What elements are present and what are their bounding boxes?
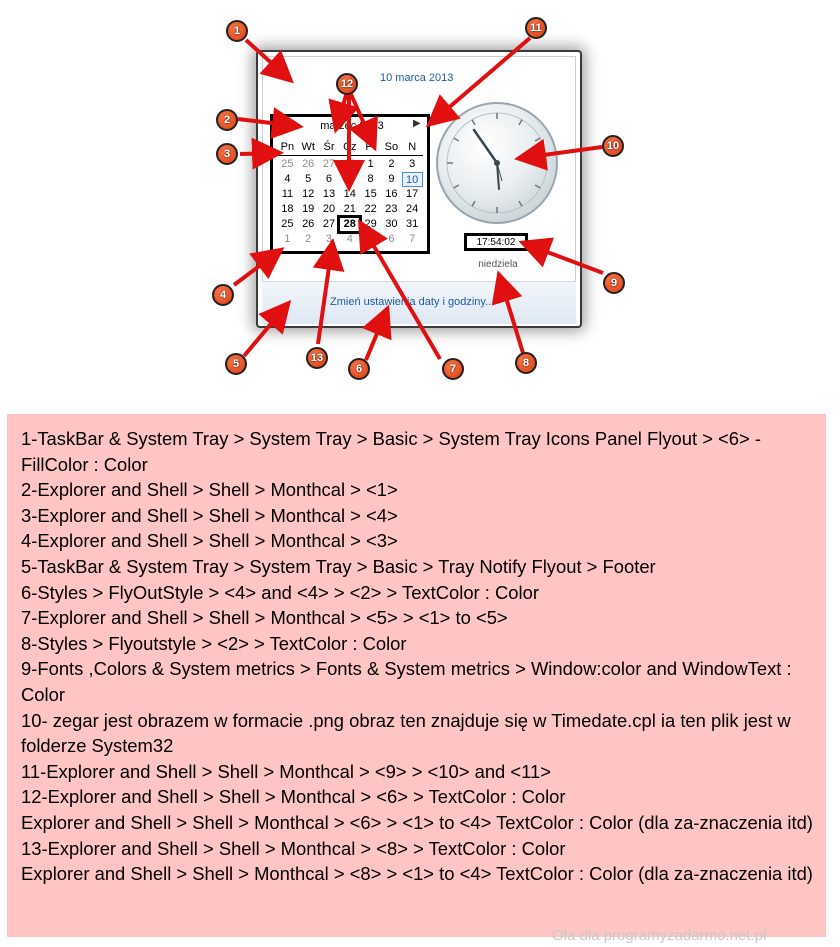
calendar-day[interactable]: 13 (322, 188, 336, 200)
calendar-day[interactable]: 20 (322, 203, 336, 215)
callout-badge: 11 (525, 17, 547, 39)
calendar-day[interactable]: 19 (302, 203, 315, 215)
note-line: 9-Fonts ,Colors & System metrics > Fonts… (21, 658, 797, 705)
calendar-day[interactable]: 1 (284, 233, 291, 245)
weekday-name: Pn (280, 141, 295, 153)
calendar-day[interactable]: 25 (281, 218, 294, 230)
date-heading-link[interactable]: 10 marca 2013 (380, 72, 454, 84)
calendar-day[interactable]: 4 (346, 233, 353, 245)
weekday-name: Pt (365, 141, 376, 153)
callout-badge: 10 (602, 135, 624, 157)
calendar-day[interactable]: 21 (343, 203, 356, 215)
callout-badge: 4 (212, 284, 234, 306)
note-line: Explorer and Shell > Shell > Monthcal > … (21, 811, 813, 833)
calendar-day[interactable]: 2 (305, 233, 312, 245)
calendar-day[interactable]: 18 (281, 203, 294, 215)
calendar-day[interactable]: 6 (325, 173, 333, 185)
note-line: 11-Explorer and Shell > Shell > Monthcal… (21, 760, 551, 782)
notes-panel: 1-TaskBar & System Tray > System Tray > … (7, 414, 826, 937)
calendar-day[interactable]: 7 (409, 233, 416, 245)
calendar-day[interactable]: 26 (302, 218, 315, 230)
weekday-header: Pn Wt Śr Cz Pt So N (277, 141, 423, 156)
calendar-day[interactable]: 11 (281, 188, 294, 200)
calendar-day[interactable]: 15 (364, 188, 377, 200)
note-line: 13-Explorer and Shell > Shell > Monthcal… (21, 837, 566, 859)
note-line: 1-TaskBar & System Tray > System Tray > … (21, 428, 767, 475)
calendar-day[interactable]: 3 (325, 233, 333, 245)
note-line: 3-Explorer and Shell > Shell > Monthcal … (21, 504, 398, 526)
note-line: 6-Styles > FlyOutStyle > <4> and <4> > <… (21, 581, 539, 603)
note-line: 8-Styles > Flyoutstyle > <2> > TextColor… (21, 632, 407, 654)
calendar-day[interactable]: 12 (302, 188, 315, 200)
callout-badge: 3 (216, 143, 238, 165)
calendar-day[interactable]: 27 (322, 158, 336, 170)
change-date-time-settings-link[interactable]: Zmień ustawienia daty i godziny... (330, 296, 495, 308)
arrow-right-icon[interactable]: ▶ (413, 118, 421, 129)
digital-time: 17:54:02 (464, 233, 528, 251)
arrow-left-icon[interactable]: ◀ (275, 118, 283, 129)
weekday-name: N (408, 141, 417, 153)
month-title[interactable]: marzec 2013 (320, 120, 384, 132)
callout-badge: 12 (336, 73, 358, 95)
calendar-day[interactable]: 31 (406, 218, 419, 230)
calendar-day[interactable]: 9 (388, 173, 395, 185)
callout-badge: 9 (603, 272, 625, 294)
calendar-day[interactable]: 17 (406, 188, 419, 200)
calendar-day[interactable]: 16 (385, 188, 398, 200)
clock-face-icon (446, 112, 548, 214)
note-line: 7-Explorer and Shell > Shell > Monthcal … (21, 607, 508, 629)
weekday-label: niedziela (478, 259, 518, 270)
weekday-name: So (384, 141, 399, 153)
note-line: 4-Explorer and Shell > Shell > Monthcal … (21, 530, 398, 552)
watermark: Ola dla programyzadarmo.net.pl (552, 927, 767, 944)
note-line: 12-Explorer and Shell > Shell > Monthcal… (21, 786, 566, 808)
callout-badge: 2 (216, 109, 238, 131)
calendar-day[interactable]: 4 (284, 173, 291, 185)
callout-badge: 7 (442, 358, 464, 380)
calendar-day[interactable]: 29 (364, 218, 377, 230)
note-line: 5-TaskBar & System Tray > System Tray > … (21, 555, 656, 577)
calendar-day[interactable]: 27 (322, 218, 336, 230)
calendar-day-today[interactable]: 10 (401, 172, 423, 187)
note-line: Explorer and Shell > Shell > Monthcal > … (21, 863, 813, 885)
calendar-day[interactable]: 23 (385, 203, 398, 215)
note-line: 10- zegar jest obrazem w formacie .png o… (21, 709, 796, 757)
calendar-day[interactable]: 22 (364, 203, 377, 215)
calendar-day[interactable]: 28 (343, 158, 356, 170)
calendar-day[interactable]: 3 (409, 158, 416, 170)
callout-badge: 6 (348, 358, 370, 380)
weekday-name: Śr (323, 141, 335, 153)
calendar-day[interactable]: 5 (305, 173, 312, 185)
weekday-name: Wt (301, 141, 315, 153)
calendar-day[interactable]: 7 (346, 173, 353, 185)
calendar-day[interactable]: 30 (385, 218, 398, 230)
month-navigation: ◀ marzec 2013 ▶ (273, 117, 427, 135)
callout-badge: 1 (226, 20, 248, 42)
callout-badge: 8 (515, 352, 537, 374)
weekday-name: Cz (343, 141, 357, 153)
calendar-day[interactable]: 26 (302, 158, 315, 170)
calendar-day[interactable]: 2 (388, 158, 395, 170)
calendar-day[interactable]: 1 (367, 158, 374, 170)
note-line: 2-Explorer and Shell > Shell > Monthcal … (21, 479, 398, 501)
calendar-day[interactable]: 24 (406, 203, 419, 215)
calendar-day[interactable]: 5 (367, 233, 374, 245)
calendar-day[interactable]: 25 (281, 158, 294, 170)
calendar-day-selected[interactable]: 28 (337, 215, 363, 234)
callout-badge: 13 (306, 347, 328, 369)
calendar-day[interactable]: 8 (367, 173, 374, 185)
calendar-day[interactable]: 14 (343, 188, 356, 200)
calendar-day[interactable]: 6 (388, 233, 395, 245)
callout-badge: 5 (225, 353, 247, 375)
analog-clock (436, 102, 558, 224)
